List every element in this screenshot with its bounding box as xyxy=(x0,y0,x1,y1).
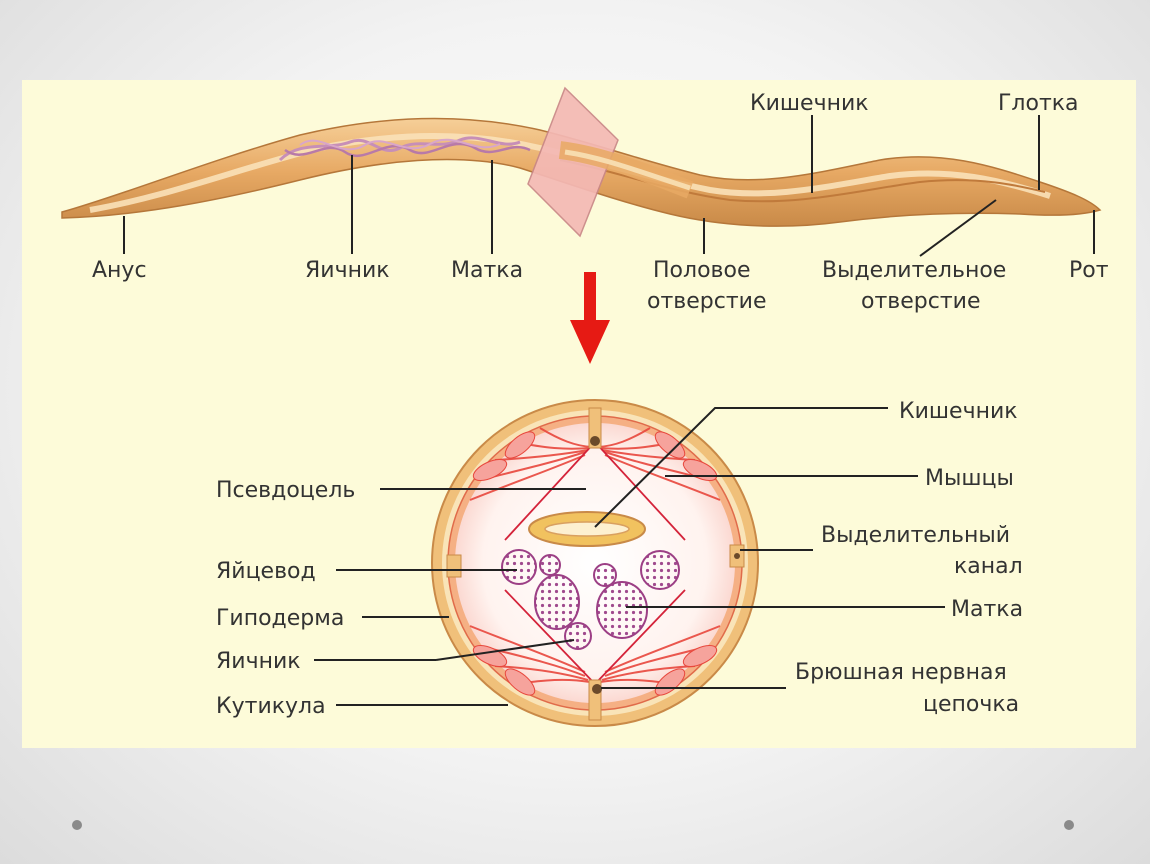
label-hypodermis: Гиподерма xyxy=(216,606,344,631)
section-cut-plane xyxy=(527,86,694,238)
label-uterus-section: Матка xyxy=(951,597,1023,622)
label-intestine-worm: Кишечник xyxy=(750,91,869,116)
label-excretory-opening-2: отверстие xyxy=(861,289,981,314)
label-cuticle: Кутикула xyxy=(216,694,326,719)
down-arrow-icon xyxy=(570,272,610,364)
worm-leader-lines xyxy=(123,115,1095,257)
label-ovary-section: Яичник xyxy=(216,649,301,674)
label-muscles: Мышцы xyxy=(925,466,1014,491)
label-genital-opening-1: Половое xyxy=(653,258,751,283)
label-intestine-section: Кишечник xyxy=(899,399,1018,424)
label-oviduct: Яйцевод xyxy=(216,559,316,584)
label-pharynx: Глотка xyxy=(998,91,1079,116)
label-pseudocoel: Псевдоцель xyxy=(216,478,355,503)
label-nerve-cord-1: Брюшная нервная xyxy=(795,660,1007,685)
label-mouth: Рот xyxy=(1069,258,1109,283)
section-leader-lines xyxy=(314,407,945,706)
label-anus: Анус xyxy=(92,258,147,283)
worm-ovary-tubes xyxy=(278,136,531,162)
label-nerve-cord-2: цепочка xyxy=(923,692,1019,717)
label-excretory-canal-1: Выделительный xyxy=(821,523,1010,548)
slide-bullet-right xyxy=(1064,820,1074,830)
label-uterus-worm: Матка xyxy=(451,258,523,283)
cross-section xyxy=(431,399,759,727)
label-genital-opening-2: отверстие xyxy=(647,289,767,314)
label-excretory-canal-2: канал xyxy=(954,554,1023,579)
slide-bullet-left xyxy=(72,820,82,830)
label-excretory-opening-1: Выделительное xyxy=(822,258,1006,283)
label-ovary-worm: Яичник xyxy=(305,258,390,283)
